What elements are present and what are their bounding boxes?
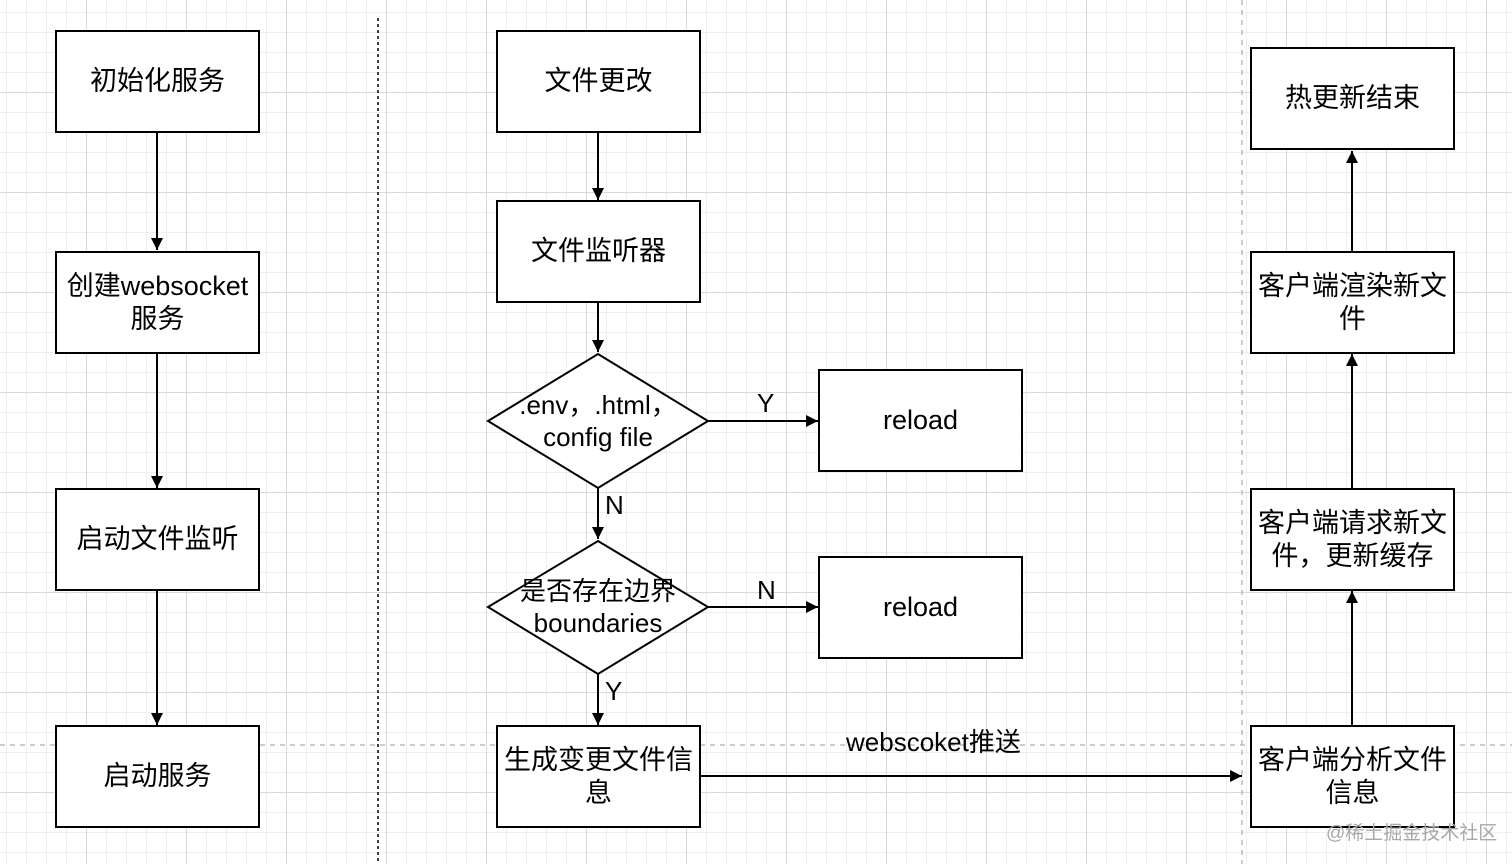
watermark: @稀土掘金技术社区 [1326, 823, 1498, 844]
decision-boundaries-text: 是否存在边界boundaries [519, 576, 676, 638]
node-start-file-watch: 启动文件监听 [55, 488, 260, 591]
label-boundaries-no: N [757, 575, 776, 605]
label-config-no: N [605, 490, 624, 520]
node-init-service: 初始化服务 [55, 30, 260, 133]
label-config-yes: Y [757, 388, 775, 418]
node-reload-boundaries: reload [818, 556, 1023, 659]
node-client-request: 客户端请求新文件，更新缓存 [1250, 488, 1455, 591]
node-file-watcher: 文件监听器 [496, 200, 701, 303]
node-client-render: 客户端渲染新文件 [1250, 251, 1455, 354]
node-file-change: 文件更改 [496, 30, 701, 133]
node-start-service: 启动服务 [55, 725, 260, 828]
node-client-analyze: 客户端分析文件信息 [1250, 725, 1455, 828]
label-websocket-push: webscoket推送 [846, 727, 1021, 757]
decision-config-text: .env，.html，config file [519, 390, 677, 452]
node-reload-config: reload [818, 369, 1023, 472]
node-hmr-end: 热更新结束 [1250, 47, 1455, 150]
node-generate-change-info: 生成变更文件信息 [496, 725, 701, 828]
label-boundaries-yes: Y [605, 676, 623, 706]
node-create-websocket: 创建websocket服务 [55, 251, 260, 354]
